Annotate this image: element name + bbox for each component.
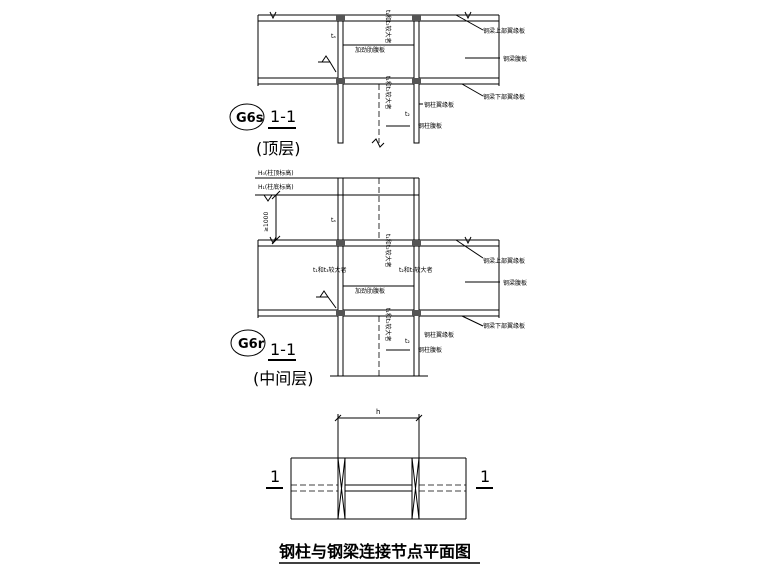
mid-leader-flange-bottom: [461, 315, 484, 327]
mid-section-level: (中间层): [253, 369, 314, 388]
mid-h1-label: H₁(柱底标高): [258, 183, 294, 191]
top-section-badge-circle: [229, 103, 265, 131]
mid-dim-1000: ≥1000: [263, 212, 270, 232]
mid-label-col-flange: 钢柱翼缘板: [424, 331, 454, 339]
top-label-t2: t₂: [405, 111, 410, 118]
top-label-col-web: 钢柱腹板: [418, 122, 442, 130]
mid-weld-symbol-flag: [319, 290, 329, 298]
middle-section-detail: H₀(柱顶标高) H₁(柱底标高) ≥1000: [230, 169, 527, 388]
top-label-beam-top-flange: 钢梁上部翼缘板: [483, 27, 525, 35]
top-label-stiffener: 加劲肋腹板: [355, 46, 385, 54]
top-weld-br: [412, 78, 421, 84]
mid-label-stiffener: 加劲肋腹板: [355, 287, 385, 295]
mid-label-thickness-right: t₂和t₃较大者: [399, 266, 433, 274]
top-weld-tl: [336, 15, 345, 21]
top-label-thickness-upper: t₁和t₂较大者: [384, 10, 392, 44]
mid-label-ta: tₐ: [331, 217, 336, 224]
plan-cut-right: 1: [480, 467, 490, 486]
mid-label-thickness-upper: t₁和t₂较大者: [384, 234, 392, 268]
plan-cut-left: 1: [270, 467, 280, 486]
mid-label-beam-top-flange: 钢梁上部翼缘板: [483, 257, 525, 265]
mid-section-badge: G6r: [238, 337, 265, 352]
top-label-beam-web: 钢梁腹板: [503, 55, 527, 63]
mid-break-left: [269, 236, 277, 245]
top-leader-flange-bottom: [461, 83, 484, 97]
plan-col-left-hatch: [337, 457, 346, 520]
top-section-level: (顶层): [256, 139, 301, 158]
top-weld-tr: [412, 15, 421, 21]
top-label-thickness-lower: t₁和t₂较大者: [384, 76, 392, 110]
mid-label-beam-web: 钢梁腹板: [503, 279, 527, 287]
mid-leader-flange-top: [455, 239, 484, 259]
top-weld-bl: [336, 78, 345, 84]
mid-weld-symbol: [316, 296, 337, 309]
mid-elev-triangle: [263, 194, 273, 202]
top-break-right: [464, 11, 472, 20]
plan-dim-tick-left: [334, 414, 342, 422]
mid-weld-br: [412, 310, 421, 316]
plan-column-web: [344, 484, 413, 492]
top-section-number: 1-1: [270, 107, 296, 126]
top-label-ta: tₐ: [331, 33, 336, 40]
top-break-left: [269, 11, 277, 20]
top-weld-symbol-flag: [321, 55, 331, 63]
top-label-col-flange: 钢柱翼缘板: [424, 101, 454, 109]
mid-break-right: [464, 236, 472, 245]
top-break-mark: [371, 138, 385, 148]
top-leader-flange-top: [455, 14, 484, 31]
mid-label-thickness-left: t₁和t₃较大者: [313, 266, 347, 274]
mid-section-badge-circle: [230, 329, 266, 357]
mid-h0-label: H₀(柱顶标高): [258, 169, 294, 177]
top-weld-symbol: [318, 61, 337, 73]
mid-label-col-web: 钢柱腹板: [418, 346, 442, 354]
top-section-badge: G6s: [236, 111, 264, 126]
plan-view: h 1 1: [266, 408, 493, 520]
mid-weld-tl: [336, 240, 345, 246]
top-section-detail: 钢梁上部翼缘板 钢梁腹板 钢梁下部翼缘板 钢柱翼缘板 钢柱腹板 加劲肋腹板 t₁…: [229, 10, 527, 158]
mid-dim-tick-top: [271, 190, 281, 200]
mid-weld-bl: [336, 310, 345, 316]
mid-label-thickness-lower: t₁和t₂较大者: [384, 308, 392, 342]
drawing-title: 钢柱与钢梁连接节点平面图: [279, 542, 471, 561]
top-label-beam-bottom-flange: 钢梁下部翼缘板: [483, 93, 525, 101]
plan-col-right-hatch: [411, 457, 420, 520]
plan-dim-h: h: [376, 408, 380, 416]
mid-section-number: 1-1: [270, 340, 296, 359]
mid-label-t2: t₂: [405, 338, 410, 345]
mid-label-beam-bottom-flange: 钢梁下部翼缘板: [483, 322, 525, 330]
mid-weld-tr: [412, 240, 421, 246]
plan-dim-tick-right: [415, 414, 423, 422]
